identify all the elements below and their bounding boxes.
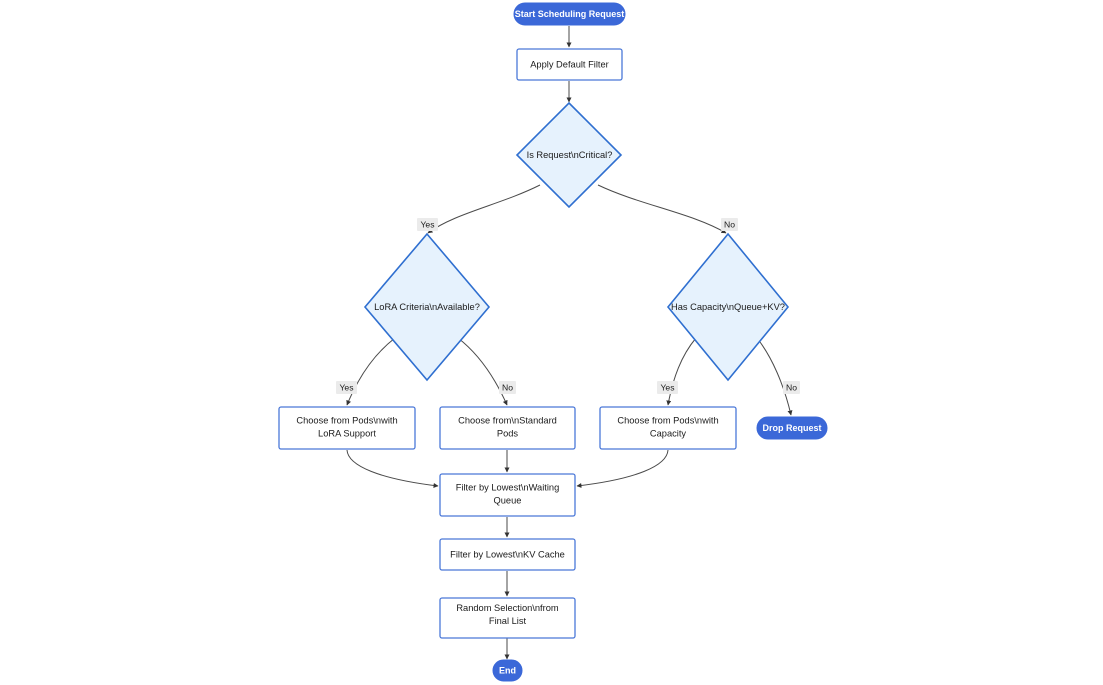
node-lora-criteria-available-shape[interactable] [363,232,491,382]
node-filter-kv-cache-label: Filter by Lowest\nKV Cache [450,549,565,559]
edge-critical-yes-to-lora [427,184,541,234]
node-filter-kv-cache[interactable]: Filter by Lowest\nKV Cache [439,538,576,571]
node-start-label: Start Scheduling Request [515,9,625,19]
node-has-capacity-label: Has Capacity\nQueue+KV? [671,302,785,312]
node-is-request-critical[interactable]: Is Request\nCritical? [515,101,623,209]
node-has-capacity-shape[interactable] [666,232,790,382]
node-is-request-critical-label: Is Request\nCritical? [527,150,613,160]
node-drop-request[interactable]: Drop Request [756,416,828,440]
node-choose-capacity-pods-shape[interactable] [599,406,737,450]
edge-lora-yes-to-choose-lora [346,337,396,406]
node-choose-lora-pods-shape[interactable] [278,406,416,450]
edge-label-critical-no: No [721,218,738,231]
node-end-label: End [499,665,516,675]
edge-choose-lora-to-filter-queue [346,449,439,488]
node-filter-waiting-queue[interactable]: Filter by Lowest\nWaiting Queue [439,473,576,517]
edge-label-capacity-yes-text: Yes [660,382,674,392]
node-end[interactable]: End [492,659,523,682]
node-choose-standard-pods[interactable]: Choose from\nStandard Pods [439,406,576,450]
edge-label-capacity-no-text: No [786,382,797,392]
node-random-selection[interactable]: Random Selection\nfrom Final List [439,597,576,639]
node-choose-lora-pods-label-line2: LoRA Support [318,428,376,438]
node-apply-default-filter-label: Apply Default Filter [530,59,609,69]
edge-layer [346,26,793,660]
node-end-shape[interactable] [492,659,523,682]
edge-label-critical-no-text: No [724,219,735,229]
node-filter-kv-cache-shape[interactable] [439,538,576,571]
node-lora-criteria-available-label: LoRA Criteria\nAvailable? [374,302,480,312]
node-filter-waiting-queue-label-line2: Queue [494,495,522,505]
node-drop-request-label: Drop Request [762,423,821,433]
edge-label-capacity-no: No [783,381,800,394]
edge-lora-no-to-choose-standard [457,337,508,406]
node-random-selection-label-line2: Final List [489,616,527,626]
edge-critical-no-to-capacity [597,184,727,234]
node-has-capacity[interactable]: Has Capacity\nQueue+KV? [666,232,790,382]
node-is-request-critical-shape[interactable] [515,101,623,209]
node-choose-standard-pods-label-line2: Pods [497,428,519,438]
node-choose-lora-pods-label-line1: Choose from Pods\nwith [296,415,397,425]
edge-capacity-no-to-drop-request [756,337,793,416]
edge-capacity-yes-to-choose-capacity [666,337,697,406]
edge-label-layer: Yes No Yes No Yes No [336,218,800,394]
node-choose-standard-pods-label-line1: Choose from\nStandard [458,415,557,425]
node-choose-standard-pods-shape[interactable] [439,406,576,450]
edge-choose-capacity-to-filter-queue [576,449,669,488]
edge-label-lora-no: No [499,381,516,394]
node-apply-default-filter-shape[interactable] [516,48,623,81]
node-random-selection-shape[interactable] [439,597,576,639]
node-start[interactable]: Start Scheduling Request [513,2,626,26]
edge-label-critical-yes-text: Yes [420,219,434,229]
node-start-shape[interactable] [513,2,626,26]
edge-label-lora-no-text: No [502,382,513,392]
node-drop-request-shape[interactable] [756,416,828,440]
node-choose-capacity-pods-label-line2: Capacity [650,428,687,438]
edge-label-critical-yes: Yes [417,218,438,231]
node-random-selection-label-line1: Random Selection\nfrom [456,603,559,613]
node-choose-lora-pods[interactable]: Choose from Pods\nwith LoRA Support [278,406,416,450]
node-choose-capacity-pods-label-line1: Choose from Pods\nwith [617,415,718,425]
node-layer: Start Scheduling Request Apply Default F… [278,2,828,682]
node-apply-default-filter[interactable]: Apply Default Filter [516,48,623,81]
edge-label-lora-yes-text: Yes [339,382,353,392]
node-filter-waiting-queue-shape[interactable] [439,473,576,517]
node-choose-capacity-pods[interactable]: Choose from Pods\nwith Capacity [599,406,737,450]
edge-label-lora-yes: Yes [336,381,357,394]
node-filter-waiting-queue-label-line1: Filter by Lowest\nWaiting [456,482,560,492]
node-lora-criteria-available[interactable]: LoRA Criteria\nAvailable? [363,232,491,382]
edge-label-capacity-yes: Yes [657,381,678,394]
